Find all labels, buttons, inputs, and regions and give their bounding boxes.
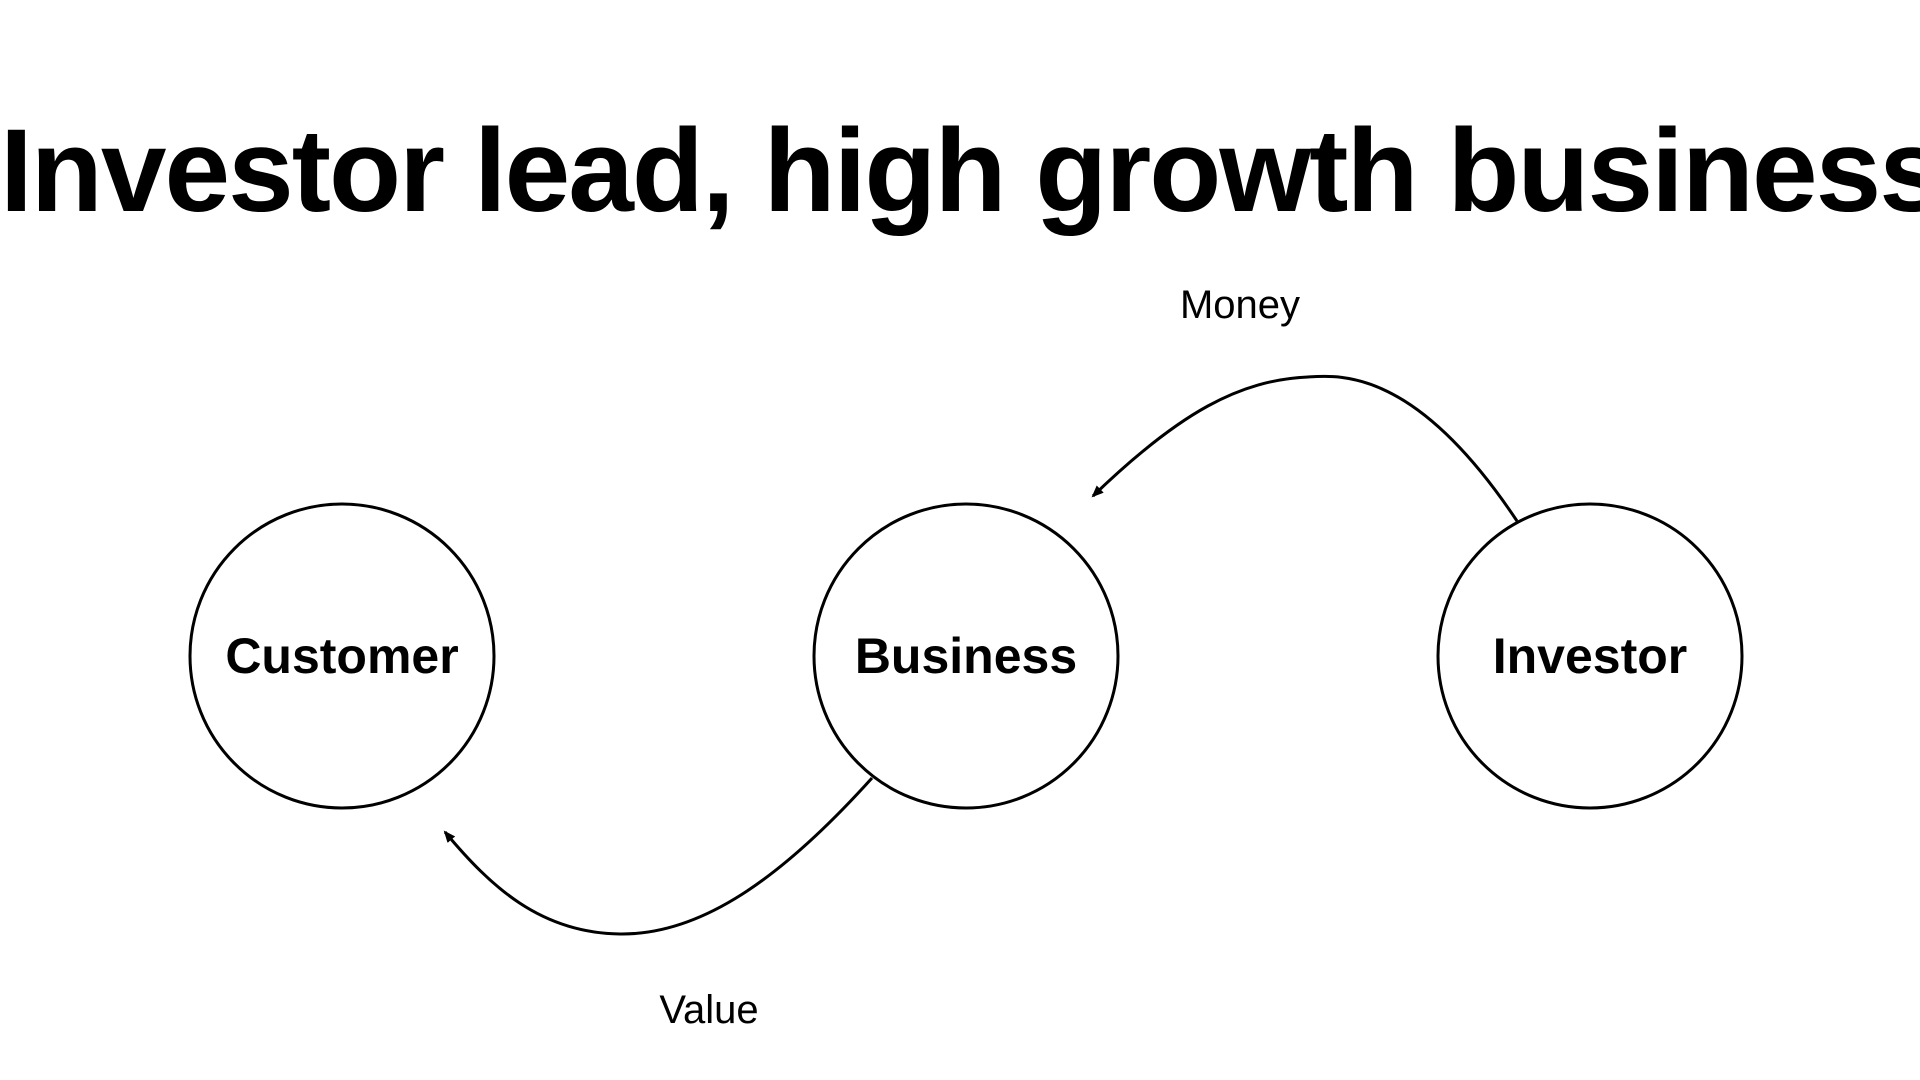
node-business-label: Business xyxy=(855,628,1077,684)
money-label: Money xyxy=(1180,283,1300,327)
node-investor-label: Investor xyxy=(1493,628,1688,684)
node-customer-label: Customer xyxy=(225,628,458,684)
node-investor: Investor xyxy=(1436,502,1744,810)
node-business: Business xyxy=(812,502,1120,810)
node-customer: Customer xyxy=(188,502,496,810)
money-arrow xyxy=(1091,374,1519,522)
node-customer-circle xyxy=(188,502,496,810)
node-investor-circle xyxy=(1436,502,1744,810)
value-label: Value xyxy=(659,988,758,1032)
slide-title: Investor lead, high growth business xyxy=(0,105,1920,237)
node-business-circle xyxy=(812,502,1120,810)
value-arrow xyxy=(443,776,874,936)
